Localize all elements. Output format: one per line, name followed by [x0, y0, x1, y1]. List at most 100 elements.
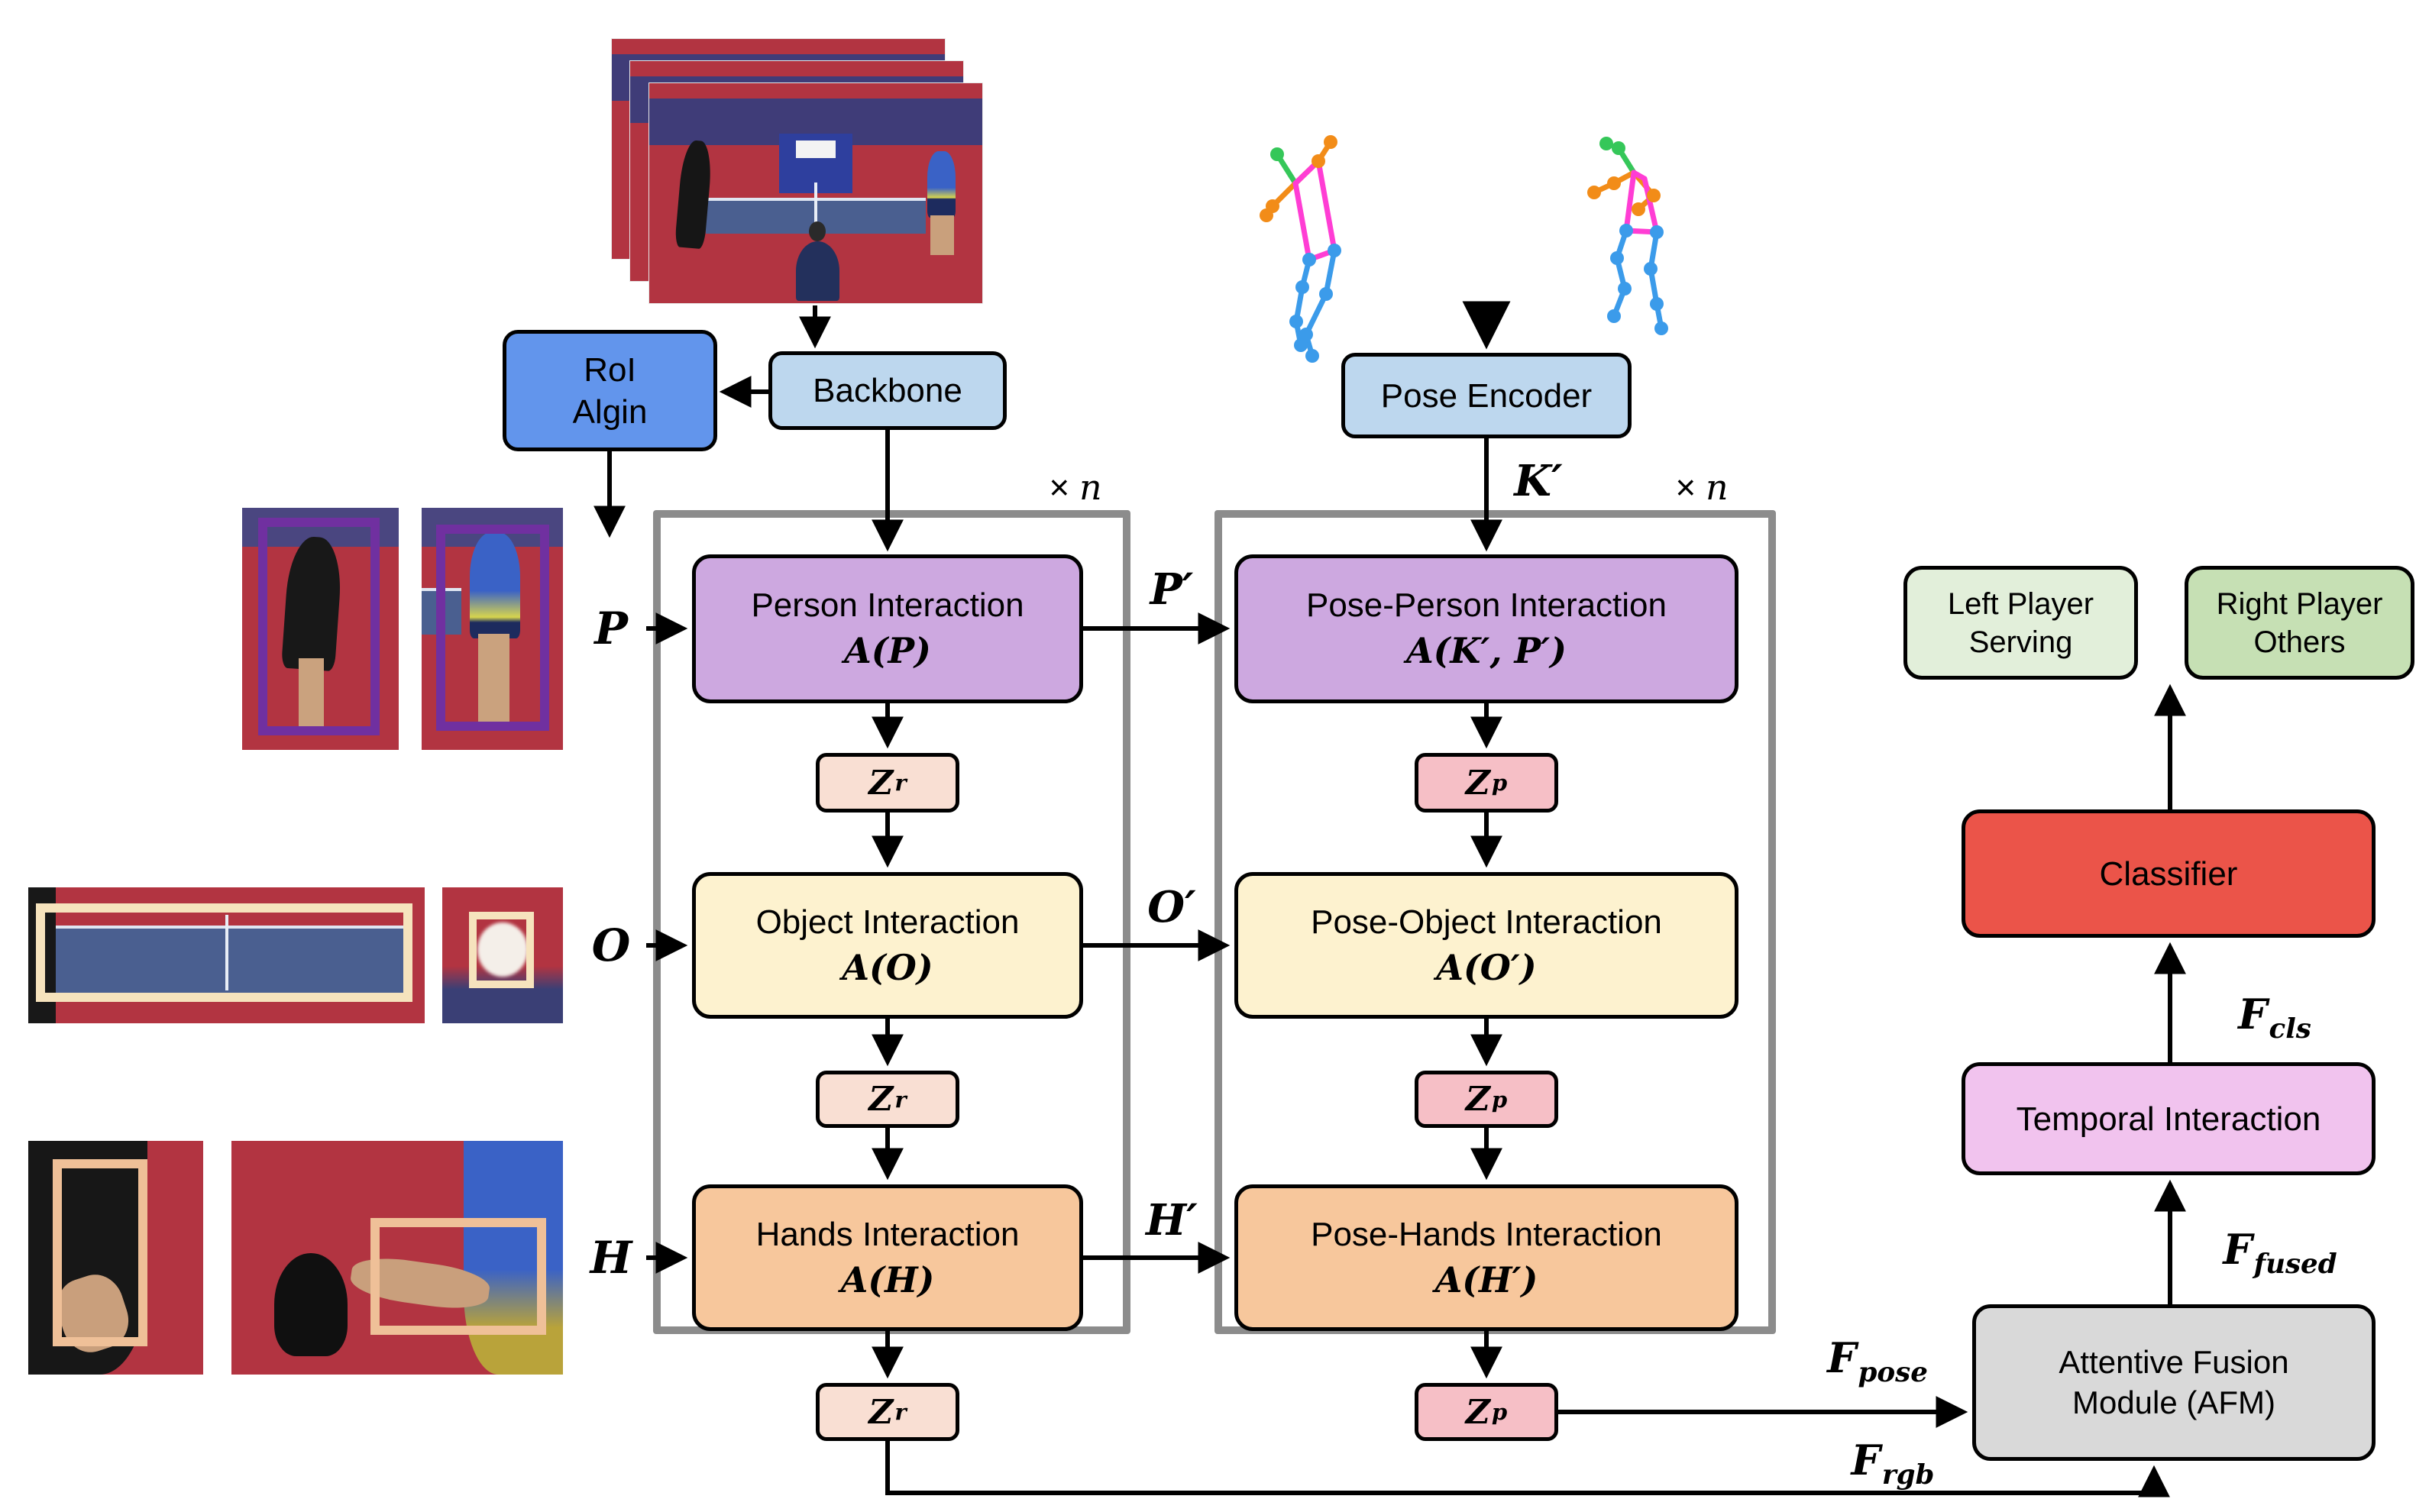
k-prime-label: K′: [1514, 456, 1563, 506]
person-crop-left-image: [242, 508, 399, 750]
f-main: F: [2238, 989, 2268, 1039]
temporal-interaction-label: Temporal Interaction: [2016, 1100, 2321, 1138]
pose-object-interaction-formula: A(O′): [1436, 946, 1537, 988]
f-fused-label: Ffused: [2223, 1225, 2337, 1280]
z-sub: p: [1491, 770, 1508, 796]
ball-bounding-box: [468, 912, 535, 988]
pose-encoder-label: Pose Encoder: [1380, 376, 1593, 415]
pose-hands-interaction-node: Pose-Hands Interaction A(H′): [1234, 1184, 1738, 1331]
ball-shape: [477, 922, 529, 977]
afm-label-line1: Attentive Fusion: [2059, 1344, 2289, 1380]
object-interaction-formula: A(O): [842, 946, 933, 988]
f-sub: cls: [2269, 1013, 2311, 1045]
backbone-label: Backbone: [813, 372, 962, 409]
table-crop-image: [28, 887, 425, 1023]
person-crop-right-image: [422, 508, 563, 750]
person-interaction-title: Person Interaction: [751, 586, 1024, 625]
f-cls-label: Fcls: [2238, 990, 2311, 1045]
z-sub: p: [1491, 1086, 1508, 1113]
person-bounding-box: [435, 525, 549, 731]
pose-encoder-node: Pose Encoder: [1341, 353, 1632, 438]
f-sub: fused: [2253, 1249, 2337, 1281]
pose-person-interaction-node: Pose-Person Interaction A(K′, P′): [1234, 554, 1738, 703]
f-rgb-label: Frgb: [1852, 1436, 1935, 1491]
paddle-shape: [274, 1252, 348, 1356]
times-symbol: ×: [1675, 467, 1696, 507]
hands-interaction-formula: A(H): [840, 1258, 935, 1300]
p-input-label: P: [594, 603, 628, 654]
pose-person-interaction-title: Pose-Person Interaction: [1305, 586, 1667, 625]
pose-skeletons-image: [1260, 135, 1668, 363]
output-right-line2: Others: [2253, 625, 2346, 659]
n-var: n: [1706, 467, 1729, 508]
object-interaction-title: Object Interaction: [755, 903, 1020, 941]
shirt-blue-shape: [463, 1141, 563, 1375]
ball-crop-image: [442, 887, 563, 1023]
right-player-legs-shape: [930, 215, 954, 255]
repeat-n-label-right: × n: [1675, 467, 1728, 508]
right-player-shape: [927, 151, 956, 218]
net-shape: [225, 914, 229, 991]
hand-bounding-box: [370, 1217, 547, 1335]
temporal-interaction-node: Temporal Interaction: [1962, 1062, 2376, 1175]
hand-bounding-box: [53, 1159, 147, 1347]
f-main: F: [1851, 1435, 1881, 1485]
person-interaction-formula: A(P): [844, 630, 931, 672]
skeleton-right: [1587, 137, 1668, 335]
pose-person-interaction-formula: A(K′, P′): [1405, 630, 1567, 672]
z-sub: r: [894, 1086, 907, 1113]
z-main: Z: [868, 1392, 894, 1432]
z-sub: p: [1491, 1399, 1508, 1425]
net-shape: [814, 182, 817, 231]
person-bounding-box: [257, 517, 380, 735]
z-main: Z: [1465, 1392, 1490, 1432]
skeleton-left: [1260, 135, 1341, 363]
h-input-label: H: [590, 1232, 632, 1284]
umpire-head-shape: [809, 221, 826, 242]
video-frame-image: [648, 82, 983, 304]
z-sub: r: [894, 770, 907, 796]
output-left-player-serving: Left Player Serving: [1903, 566, 2138, 680]
o-prime-label: O′: [1147, 882, 1196, 932]
pose-object-interaction-title: Pose-Object Interaction: [1311, 903, 1662, 941]
player-legs-shape: [298, 657, 324, 731]
person-interaction-node: Person Interaction A(P): [692, 554, 1083, 703]
f-main: F: [1827, 1333, 1857, 1382]
f-sub: rgb: [1881, 1459, 1935, 1491]
hand-crop-right-image: [231, 1141, 563, 1375]
roi-align-label-line2: Algin: [572, 393, 648, 431]
f-sub: pose: [1858, 1357, 1928, 1389]
z-main: Z: [868, 763, 894, 803]
classifier-node: Classifier: [1962, 809, 2376, 938]
table-bounding-box: [36, 903, 413, 1002]
output-left-line1: Left Player: [1947, 586, 2094, 621]
o-input-label: O: [591, 919, 631, 971]
hands-interaction-node: Hands Interaction A(H): [692, 1184, 1083, 1331]
backbone-node: Backbone: [768, 351, 1007, 430]
z-main: Z: [868, 1080, 894, 1119]
video-frames-stack: [611, 38, 985, 305]
z-sub: r: [894, 1399, 907, 1425]
player-legs-shape: [478, 633, 509, 726]
path-f-rgb: [885, 1441, 2170, 1497]
pose-hands-interaction-title: Pose-Hands Interaction: [1311, 1215, 1662, 1253]
z-main: Z: [1465, 763, 1490, 803]
hand-crop-left-image: [28, 1141, 203, 1375]
repeat-n-label-left: × n: [1049, 467, 1101, 508]
output-right-player-others: Right Player Others: [2185, 566, 2414, 680]
hands-interaction-title: Hands Interaction: [755, 1215, 1020, 1253]
pose-object-interaction-node: Pose-Object Interaction A(O′): [1234, 872, 1738, 1019]
umpire-shape: [795, 241, 839, 302]
times-symbol: ×: [1049, 467, 1070, 507]
classifier-label: Classifier: [2099, 855, 2238, 893]
roi-align-label-line1: RoI: [584, 351, 636, 389]
scoreboard-shape: [795, 140, 836, 158]
z-main: Z: [1465, 1080, 1490, 1119]
